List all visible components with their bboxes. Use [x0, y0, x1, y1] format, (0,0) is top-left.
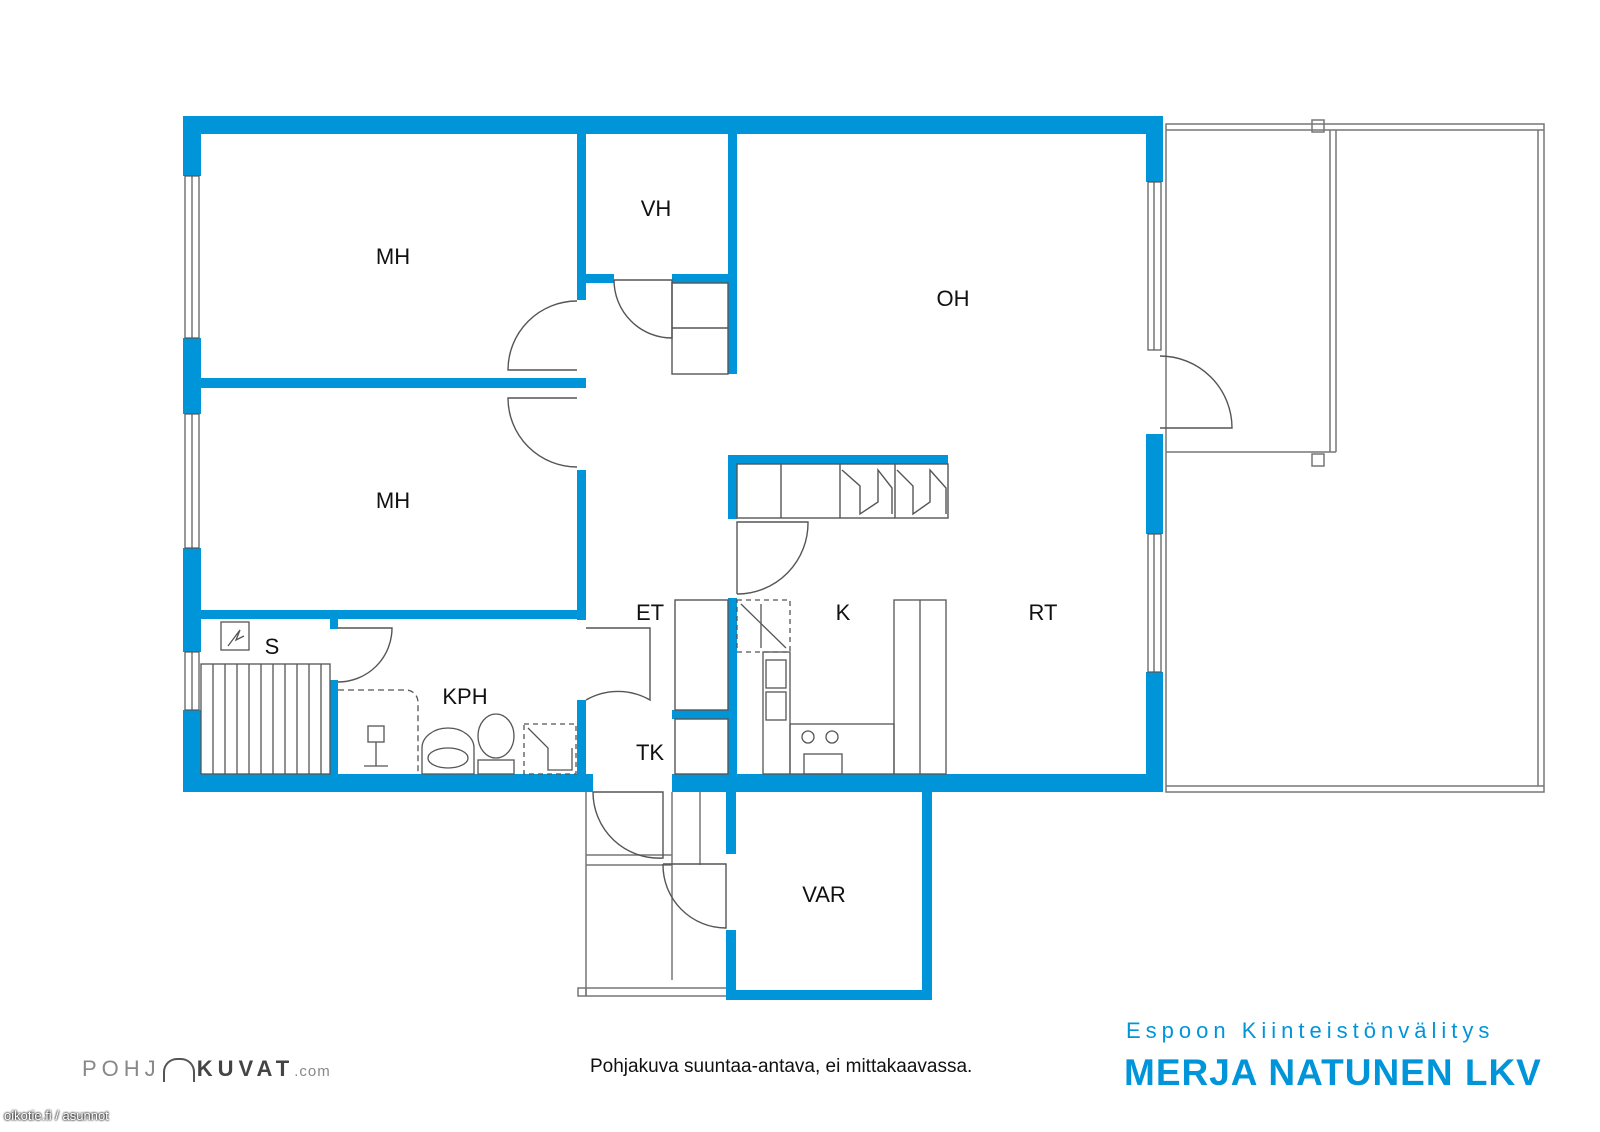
- pohjakuvat-logo: POHJ KUVAT.com: [82, 1056, 331, 1082]
- terrace: [1165, 119, 1545, 793]
- room-label-kph: KPH: [442, 684, 487, 709]
- room-label-mh-1: MH: [376, 244, 410, 269]
- room-label-tk: TK: [636, 740, 664, 765]
- agency-name: MERJA NATUNEN LKV: [1124, 1052, 1542, 1093]
- room-label-et: ET: [636, 600, 664, 625]
- windows: [184, 175, 1162, 711]
- room-label-vh: VH: [641, 196, 672, 221]
- watermark: oikotie.fi / asunnot: [4, 1108, 109, 1123]
- room-label-oh: OH: [937, 286, 970, 311]
- room-label-k: K: [836, 600, 851, 625]
- disclaimer: Pohjakuva suuntaa-antava, ei mittakaavas…: [590, 1056, 973, 1077]
- room-label-s: S: [265, 634, 280, 659]
- logo-part-pohj: POHJ: [82, 1056, 161, 1081]
- staircase: [200, 663, 331, 775]
- entry-corridor: [577, 792, 728, 997]
- closets: [671, 282, 949, 775]
- doors: [337, 279, 1233, 929]
- logo-arc-icon: [162, 1058, 195, 1082]
- kitchen-fittings: [736, 599, 947, 775]
- agency-subtitle: Espoon Kiinteistönvälitys: [1126, 1018, 1495, 1043]
- room-label-rt: RT: [1029, 600, 1058, 625]
- room-label-mh-2: MH: [376, 488, 410, 513]
- logo-part-kuvat: KUVAT: [196, 1056, 295, 1081]
- room-label-var: VAR: [802, 882, 846, 907]
- walls: [183, 116, 1163, 1000]
- logo-part-com: .com: [294, 1063, 331, 1080]
- bathroom-fittings: [220, 621, 577, 775]
